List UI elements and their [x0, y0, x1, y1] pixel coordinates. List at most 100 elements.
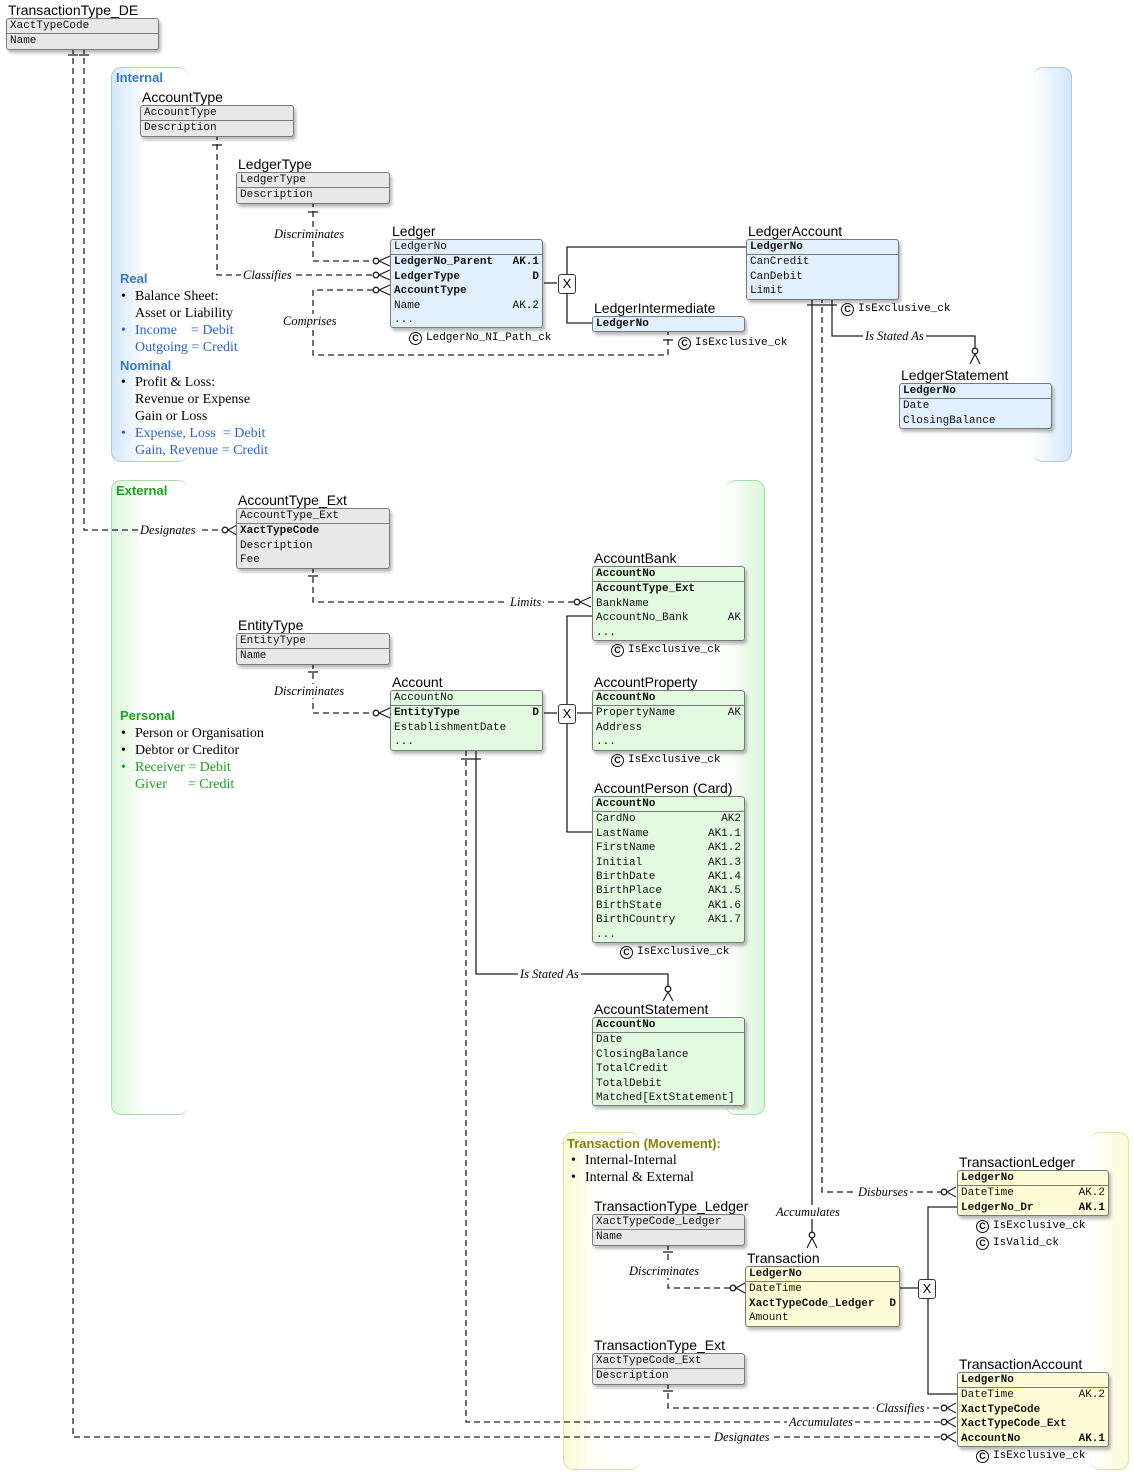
attribute-key-marker: AK1.4 — [707, 870, 741, 883]
attribute-row: AccountNo — [593, 691, 744, 707]
entity-name: Ledger — [392, 223, 436, 239]
attribute-key-marker: AK1.7 — [707, 914, 741, 927]
attribute-name: LedgerNo — [961, 1172, 1014, 1184]
entity-name: EntityType — [238, 617, 304, 633]
attribute-key-marker: D — [532, 270, 539, 283]
attribute-name: Name — [394, 299, 421, 312]
attribute-row: XactTypeCode — [7, 19, 158, 35]
crowfoot-mark — [378, 284, 391, 296]
attribute-name: XactTypeCode_Ext — [961, 1418, 1067, 1431]
optional-mark — [971, 347, 979, 355]
attribute-name: LedgerNo — [394, 241, 447, 253]
attribute-row: Description — [237, 539, 389, 553]
crowfoot-mark — [946, 1402, 957, 1414]
attribute-name: XactTypeCode — [10, 20, 90, 32]
attribute-name: AccountType — [144, 107, 217, 119]
attribute-name: DateTime — [961, 1389, 1014, 1402]
attribute-name: AccountNo — [596, 798, 656, 810]
crowfoot-mark — [946, 1431, 957, 1443]
nominal-title: Nominal — [120, 358, 172, 373]
entity-ledgerintermediate[interactable]: LedgerIntermediate LedgerNo — [592, 300, 745, 333]
crowfoot-mark — [378, 707, 391, 719]
crowfoot-mark — [735, 1282, 746, 1294]
optional-mark — [729, 1284, 737, 1292]
line-x-accountperson — [566, 722, 592, 833]
attribute-row: ClosingBalance — [900, 414, 1051, 428]
optional-mark — [940, 1418, 948, 1426]
attribute-name: XactTypeCode_Ext — [596, 1355, 702, 1367]
constraint-icon: C — [611, 643, 624, 657]
note-line: Giver = Credit — [135, 777, 235, 792]
attribute-row: AccountNo — [391, 691, 542, 707]
entity-name: LedgerIntermediate — [594, 300, 716, 316]
attribute-key-marker: AK2 — [721, 813, 741, 826]
line-x-transactionledger — [927, 1206, 957, 1279]
crowfoot-mark — [378, 269, 391, 281]
entity-transactiontype-ledger[interactable]: TransactionType_Ledger XactTypeCode_Ledg… — [592, 1198, 748, 1246]
attribute-name: AccountNo — [596, 1019, 656, 1031]
attribute-name: Description — [240, 189, 313, 202]
optional-mark — [573, 598, 581, 606]
note-line: •Balance Sheet: — [121, 289, 219, 304]
attribute-row: AccountType — [391, 284, 542, 298]
attribute-name: LedgerNo — [750, 241, 803, 253]
attribute-key-marker: AK1.3 — [707, 856, 741, 869]
rel-designates-ext: Designates — [138, 523, 198, 537]
attribute-box: LedgerNo — [592, 316, 745, 333]
exclusive-subtype-ledger: X — [558, 274, 576, 294]
attribute-row: ... — [593, 928, 744, 942]
rel-designates-xact: Designates — [712, 1430, 772, 1444]
attribute-name: ClosingBalance — [596, 1048, 689, 1061]
attribute-name: Address — [596, 721, 643, 734]
attribute-row: BankName — [593, 597, 744, 611]
attribute-row: AccountType_Ext — [593, 582, 744, 596]
attribute-row: AccountType_Ext — [237, 509, 389, 525]
note-line: Gain, Revenue = Credit — [135, 443, 269, 458]
attribute-name: AccountNo — [596, 692, 656, 704]
attribute-row: Limit — [747, 284, 898, 298]
personal-title: Personal — [120, 708, 175, 723]
attribute-row: Description — [593, 1369, 744, 1383]
optional-mark — [221, 526, 229, 534]
note-line: •Person or Organisation — [121, 726, 264, 741]
attribute-row: TotalDebit — [593, 1077, 744, 1091]
attribute-name: DateTime — [749, 1283, 802, 1296]
attribute-row: XactTypeCode_Ledger — [593, 1215, 744, 1231]
attribute-row: CanCredit — [747, 255, 898, 269]
attribute-row: Address — [593, 721, 744, 735]
constraint-icon: C — [611, 753, 624, 767]
attribute-row: EntityType — [237, 634, 389, 650]
optional-mark — [940, 1188, 948, 1196]
attribute-row: ... — [593, 626, 744, 640]
rel-classifies-ledger: Classifies — [241, 268, 294, 282]
attribute-name: XactTypeCode — [961, 1403, 1041, 1416]
rel-discriminates-ledger: Discriminates — [272, 227, 347, 241]
attribute-name: Date — [596, 1034, 623, 1047]
